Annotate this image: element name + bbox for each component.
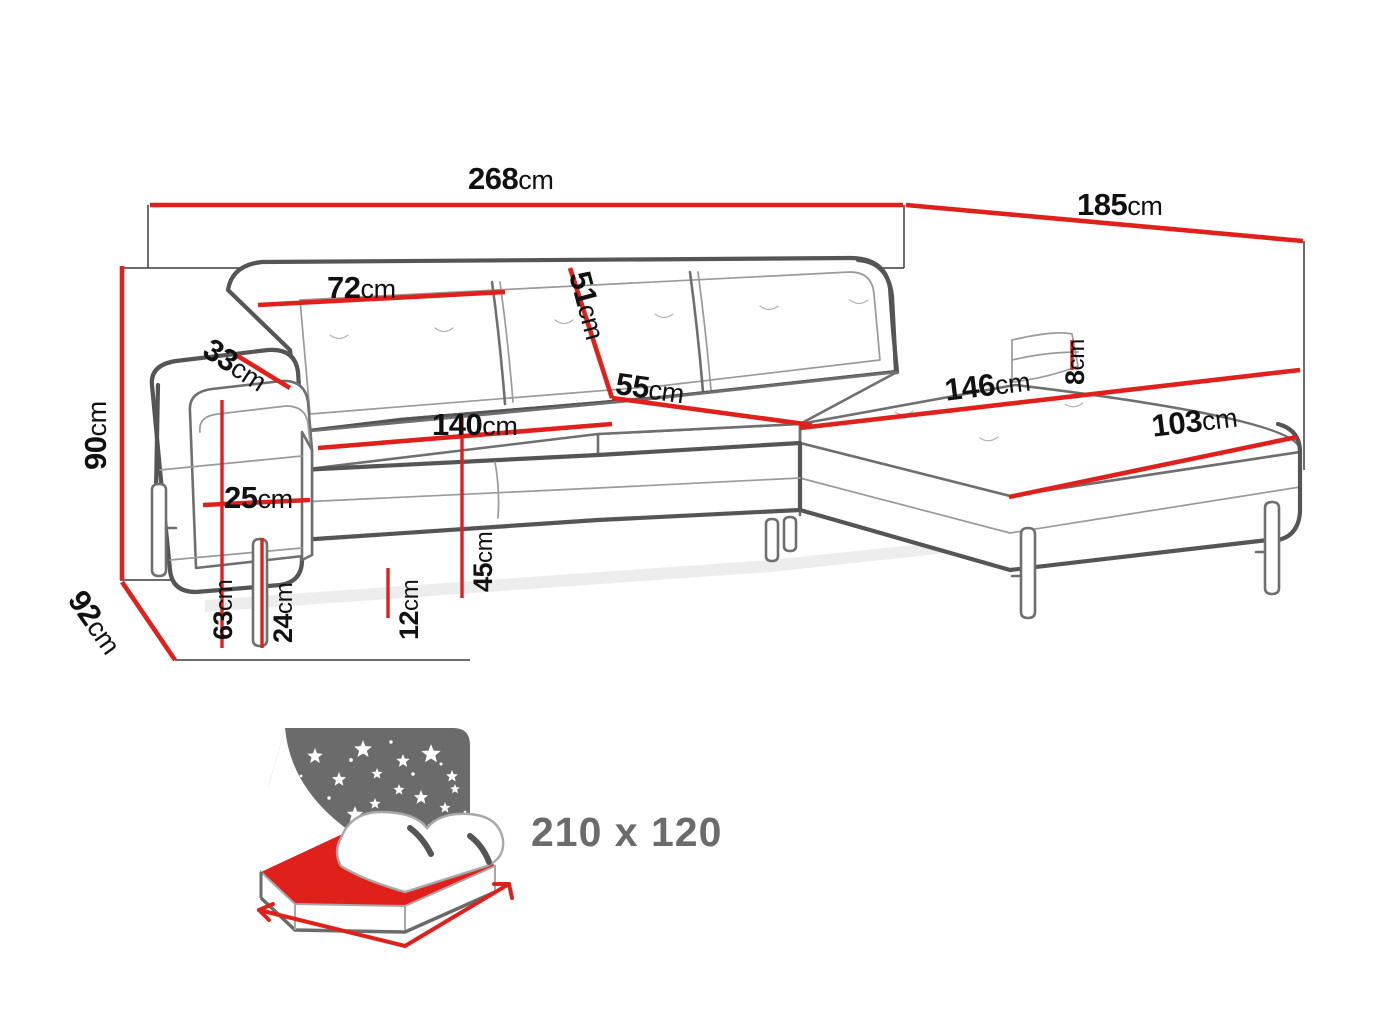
corner-leg-pair — [764, 515, 798, 563]
dimline-185 — [905, 202, 1304, 244]
sofa-backrest — [225, 255, 900, 435]
dim-label-8: 8cm — [1060, 339, 1090, 385]
dimline-33 — [234, 353, 292, 390]
dim-label-25: 25cm — [224, 480, 293, 515]
dim-label-24: 24cm — [268, 582, 298, 643]
dimline-146 — [799, 367, 1301, 431]
sofa-legs — [150, 382, 1281, 648]
sleeping-bed-icon — [257, 728, 514, 948]
tufting-marks — [329, 299, 869, 340]
dimension-lines — [119, 202, 1304, 662]
dim-label-12: 12cm — [394, 579, 424, 640]
dim-label-72: 72cm — [327, 270, 396, 305]
sofa-seat — [297, 370, 899, 543]
dim-label-90: 90cm — [78, 401, 113, 470]
dim-label-140: 140cm — [432, 407, 518, 442]
dimline-140 — [317, 421, 613, 451]
mattress-dimension-arrows — [257, 882, 514, 948]
dimline-103 — [1008, 434, 1298, 500]
dim-label-63: 63cm — [208, 579, 238, 640]
sofa-shadow — [205, 505, 1300, 612]
bed-size-label: 210 x 120 — [531, 809, 723, 855]
sofa-illustration — [149, 255, 1303, 648]
dimline-51 — [567, 267, 615, 399]
dimline-55 — [611, 395, 813, 428]
dim-label-268: 268cm — [468, 161, 554, 196]
dimline-92 — [120, 580, 177, 662]
dim-label-185: 185cm — [1077, 187, 1163, 222]
dim-label-45: 45cm — [468, 531, 498, 592]
dimline-72 — [257, 289, 506, 308]
pillows — [335, 810, 505, 894]
